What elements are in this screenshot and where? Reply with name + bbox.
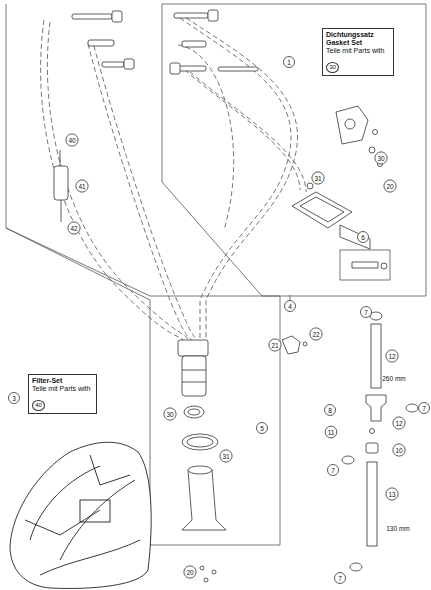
callout-circle <box>386 350 398 362</box>
callout-number: 7 <box>338 575 342 582</box>
callout-circle <box>68 222 80 234</box>
callout-circle <box>393 444 405 456</box>
callout-number: 31 <box>222 453 229 460</box>
callout-number: 7 <box>331 467 335 474</box>
callout-circle <box>285 301 296 312</box>
callout-number: 12 <box>395 420 402 427</box>
callout-circle <box>375 152 387 164</box>
callout-circle <box>325 405 336 416</box>
callout-circle <box>358 232 369 243</box>
callout-circle <box>325 426 337 438</box>
hose-connectors <box>72 10 258 74</box>
callout-circle <box>384 180 396 192</box>
callout-number: 3 <box>12 395 16 402</box>
callout-number: 20 <box>386 183 393 190</box>
callout-number: 4 <box>288 303 292 310</box>
dimension-label: 260 mm <box>382 375 405 382</box>
callout-number: 21 <box>271 342 278 349</box>
callout-number: 40 <box>68 137 75 144</box>
fuel-hoses <box>41 18 306 345</box>
callout-circle <box>76 180 88 192</box>
callout-circle <box>220 450 232 462</box>
set-note: Teile mit Parts with <box>326 47 388 55</box>
parts-set-box: Dichtungssatz Gasket SetTeile mit Parts … <box>322 28 394 76</box>
callout-circle <box>419 403 430 414</box>
callout-circle <box>386 488 398 500</box>
callout-number: 42 <box>70 225 77 232</box>
callout-circle <box>66 134 78 146</box>
callout-number: 12 <box>388 353 395 360</box>
fuel-tubes <box>342 312 418 571</box>
callout-number: 22 <box>312 331 319 338</box>
callout-circle <box>328 465 339 476</box>
callout-circle <box>310 328 322 340</box>
fuel-pump <box>178 340 226 530</box>
fuel-tank <box>10 442 151 588</box>
callout-number: 7 <box>364 309 368 316</box>
callout-circle <box>393 417 405 429</box>
set-title: Filter-Set <box>32 377 93 385</box>
parts-set-box: Filter-SetTeile mit Parts with 40 <box>28 374 97 414</box>
callout-number: 20 <box>186 569 193 576</box>
callout-circle <box>184 566 196 578</box>
callout-circle <box>257 423 268 434</box>
callout-number: 40 <box>32 400 45 411</box>
callout-circle <box>335 573 346 584</box>
callout-circle <box>312 172 324 184</box>
callout-number: 31 <box>314 175 321 182</box>
callout-circle <box>9 393 20 404</box>
callout-number: 6 <box>361 234 365 241</box>
pump-flange <box>292 183 390 280</box>
callout-number: 13 <box>388 491 395 498</box>
callout-circle <box>269 339 281 351</box>
callout-number: 8 <box>328 407 332 414</box>
small-parts <box>200 336 307 582</box>
callout-circle <box>164 408 176 420</box>
callout-number: 30 <box>326 62 339 73</box>
fuel-filter <box>54 150 68 222</box>
callout-circle <box>284 57 295 68</box>
callout-number: 10 <box>395 447 402 454</box>
callout-number: 5 <box>260 425 264 432</box>
callout-number: 30 <box>377 155 384 162</box>
callout-number: 41 <box>78 183 85 190</box>
set-note: Teile mit Parts with <box>32 385 93 393</box>
callout-number: 7 <box>422 405 426 412</box>
callout-number: 30 <box>166 411 173 418</box>
callout-number: 11 <box>328 429 335 436</box>
dimension-label: 130 mm <box>386 525 409 532</box>
set-title: Dichtungssatz Gasket Set <box>326 31 388 47</box>
callout-number: 1 <box>287 59 291 66</box>
callout-circle <box>361 307 372 318</box>
